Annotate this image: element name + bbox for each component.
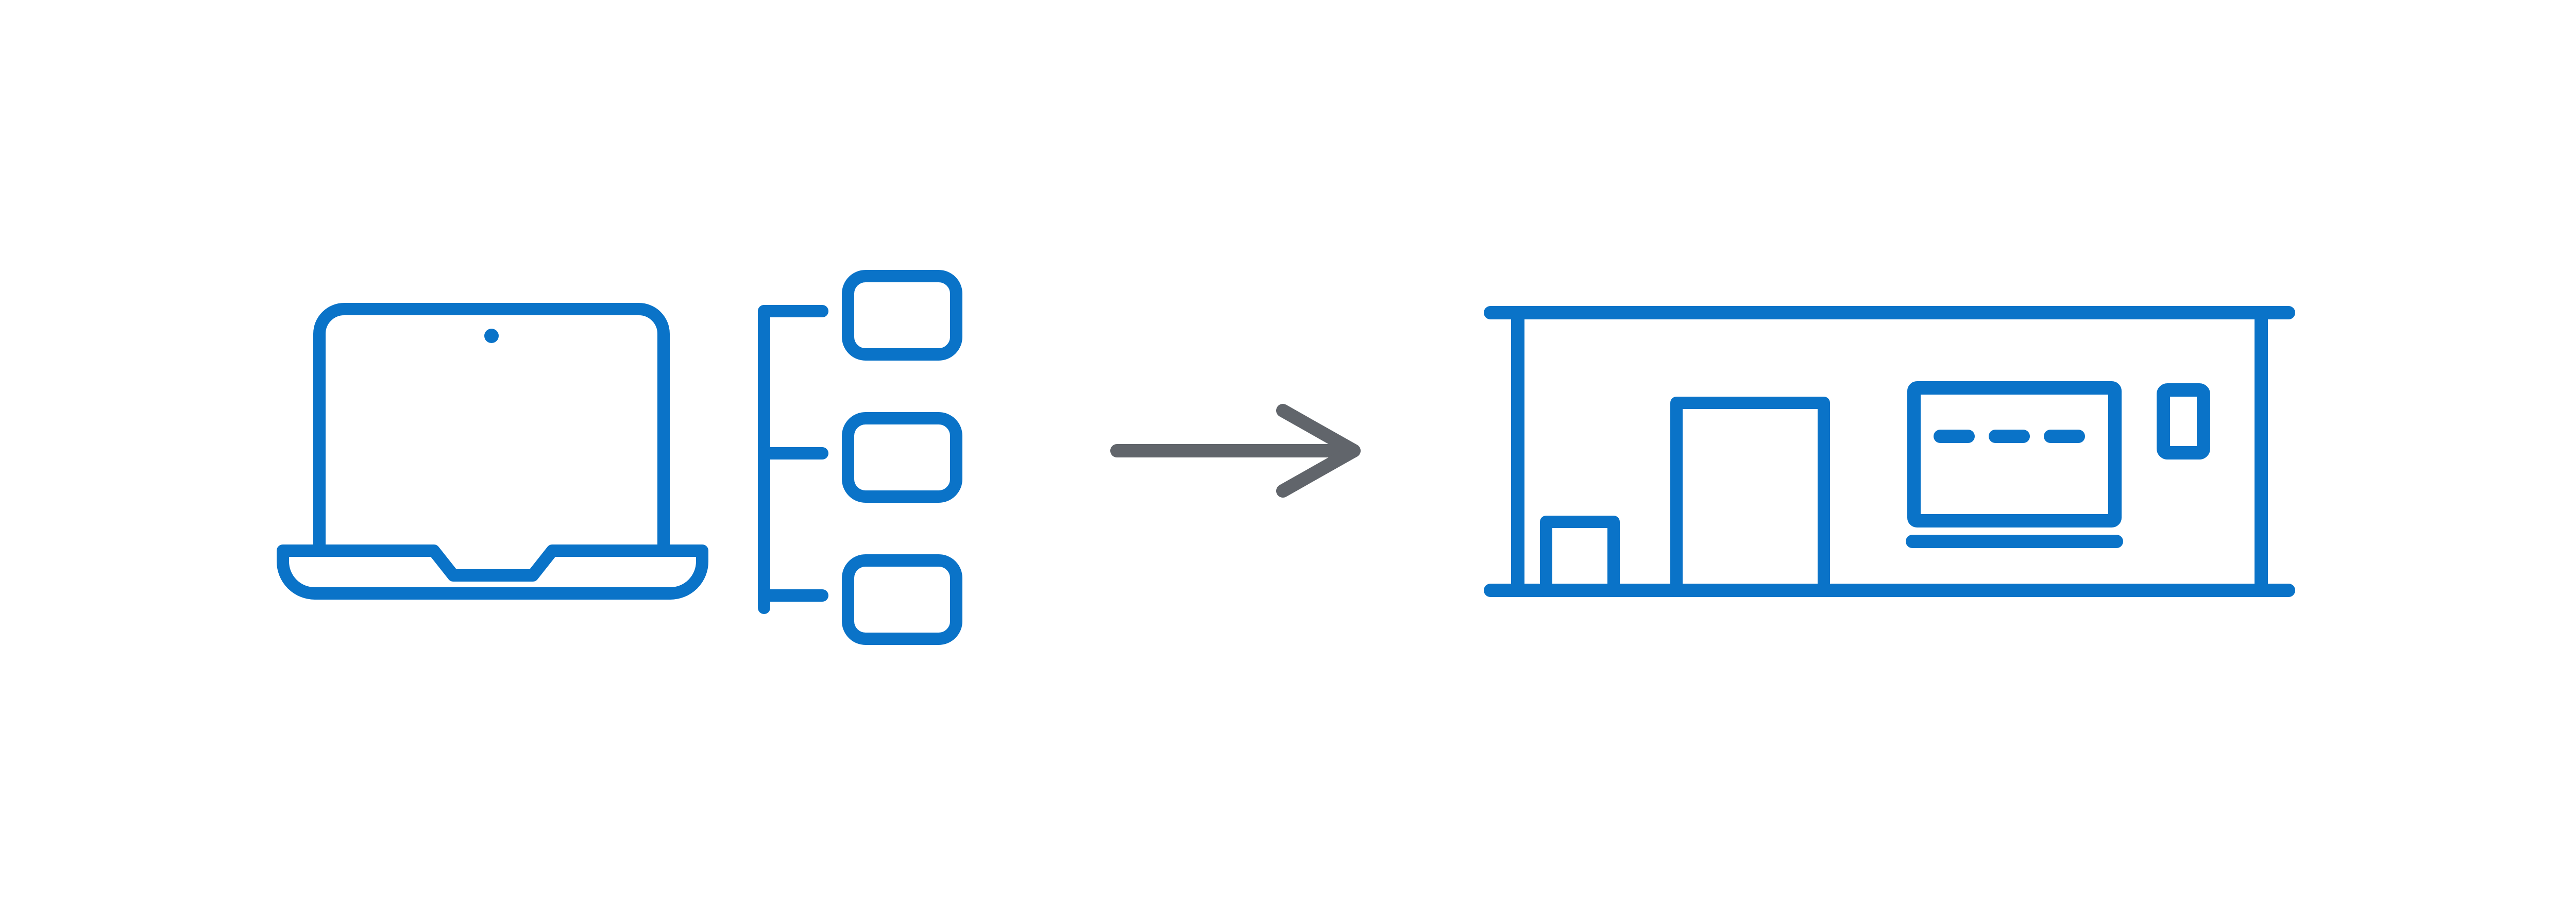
laptop-icon bbox=[277, 303, 708, 600]
dashboard-icon bbox=[1484, 306, 2295, 597]
dashboard-panel bbox=[1907, 381, 2122, 527]
hierarchy-tree-icon bbox=[758, 270, 962, 645]
dashboard-bar-short bbox=[1540, 516, 1620, 597]
dashboard-bar-tall bbox=[1670, 397, 1830, 597]
laptop-camera-dot bbox=[484, 329, 499, 343]
laptop-base bbox=[277, 544, 708, 600]
tree-node-box-1 bbox=[842, 270, 962, 361]
laptop-lid bbox=[313, 303, 670, 552]
tree-node-box-2 bbox=[842, 412, 962, 503]
tree-node-box-3 bbox=[842, 554, 962, 645]
arrow-right-icon bbox=[1110, 404, 1361, 498]
arrow-head bbox=[1276, 404, 1361, 498]
dashboard-small-tile bbox=[2157, 383, 2210, 460]
